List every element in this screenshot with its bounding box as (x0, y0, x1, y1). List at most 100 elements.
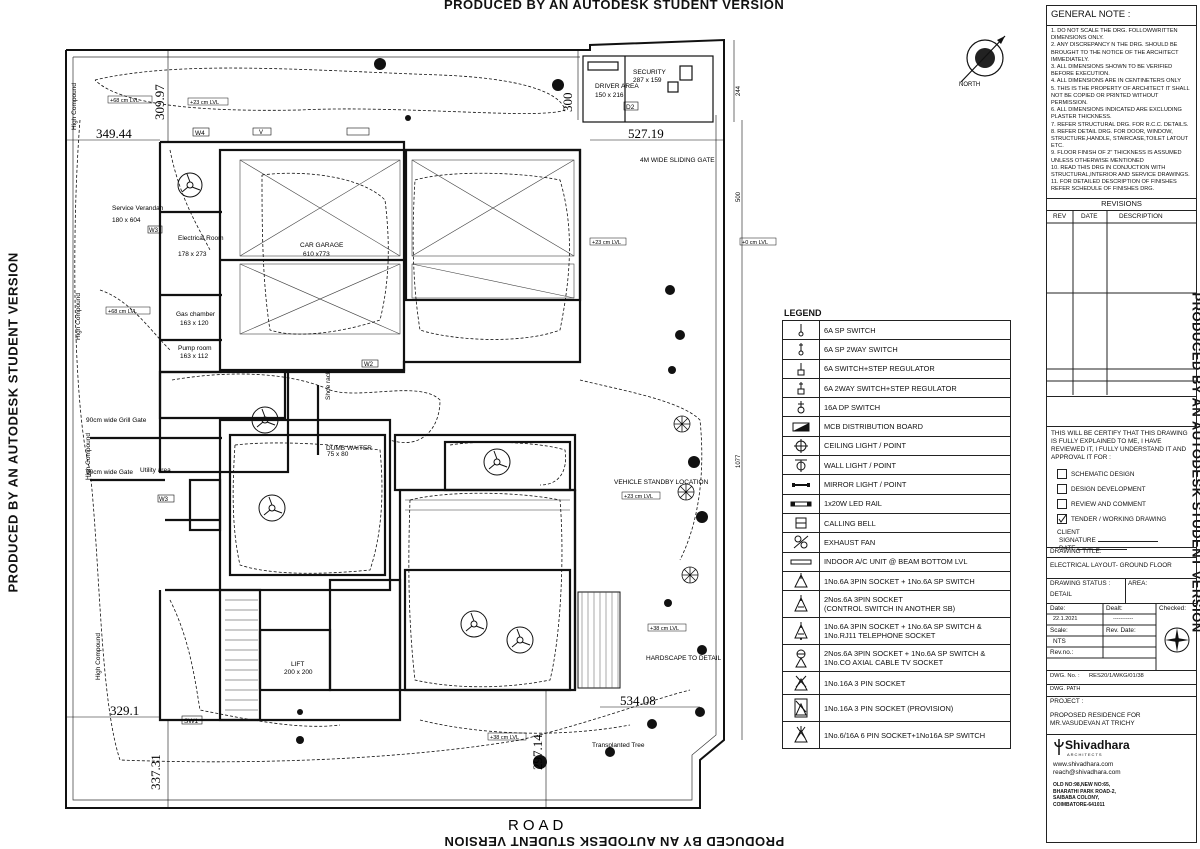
checked-label: Checked: (1159, 605, 1186, 612)
legend-row: MCB DISTRIBUTION BOARD (783, 417, 1011, 436)
note: 6. ALL DIMENSIONS INDICATED ARE EXCLUDIN… (1051, 107, 1192, 121)
scale-value: NTS (1053, 638, 1066, 645)
approval-checks: SCHEMATIC DESIGN DESIGN DEVELOPMENT REVI… (1047, 465, 1196, 529)
opening-tags (148, 102, 638, 724)
tag-sw1: SW1 (184, 718, 198, 725)
legend-row: INDOOR A/C UNIT @ BEAM BOTTOM LVL (783, 552, 1011, 571)
legend-title: LEGEND (782, 307, 1011, 320)
shoe-rack-label: Shoe rack (325, 370, 332, 400)
checkbox[interactable] (1057, 484, 1067, 494)
legend-row: 6A SP 2WAY SWITCH (783, 340, 1011, 359)
2way-switch-icon (794, 342, 808, 356)
legend-row: 1x20W LED RAIL (783, 494, 1011, 513)
road-label: ROAD (508, 817, 567, 834)
north-arrow-icon: NORTH (959, 36, 1005, 88)
level-5: +68 cm LVL (108, 309, 137, 315)
title-block: GENERAL NOTE : 1. DO NOT SCALE THE DRG. … (1046, 5, 1197, 843)
car-garage-size: 610 x773 (303, 251, 330, 258)
project-line1: PROPOSED RESIDENCE FOR (1050, 712, 1141, 719)
general-note-title: GENERAL NOTE : (1047, 6, 1196, 26)
legend-row: EXHAUST FAN (783, 533, 1011, 552)
note: 2. ANY DISCREPANCY N THE DRG. SHOULD BE … (1051, 42, 1192, 64)
legend-label: CALLING BELL (820, 513, 1011, 532)
tag-w3-lower: W3 (159, 497, 169, 503)
dim-329: 329.1 (110, 703, 139, 718)
legend-label: 6A 2WAY SWITCH+STEP REGULATOR (820, 378, 1011, 397)
tag-w4: W4 (195, 130, 205, 137)
firm-address: OLD NO:98,NEW NO:65, BHARATHI PARK ROAD-… (1053, 782, 1116, 808)
general-notes: GENERAL NOTE : 1. DO NOT SCALE THE DRG. … (1047, 6, 1196, 199)
legend-label-2: 1No.RJ11 TELEPHONE SOCKET (824, 631, 935, 640)
vehicle-standby-label: VEHICLE STANDBY LOCATION (614, 479, 709, 486)
date-value: 22.1.2021 (1053, 616, 1077, 622)
dim-527: 527.19 (628, 126, 664, 141)
legend-row: 6A SP SWITCH (783, 321, 1011, 340)
revisions-title: REVISIONS (1047, 198, 1196, 211)
level-7: +38 cm LVL (650, 626, 679, 632)
dwg-number: DWG. No. : RES20/1/WKG/01/38 (1047, 670, 1196, 685)
rev-date-label: Rev. Date: (1106, 627, 1136, 634)
ac-unit-icon (790, 558, 812, 566)
dp-switch-icon (794, 400, 808, 414)
legend-label: 16A DP SWITCH (820, 398, 1011, 417)
pump-room-size: 163 x 112 (180, 353, 208, 360)
dim-500: 500 (736, 191, 742, 202)
legend-row: 1No.6A 3PIN SOCKET + 1No.6A SP SWITCH &1… (783, 618, 1011, 645)
legend-row: 1No.16A 3 PIN SOCKET (783, 672, 1011, 695)
high-compound-3: High Compound (85, 433, 92, 480)
mcb-board-icon (792, 422, 810, 432)
checkbox[interactable] (1057, 469, 1067, 479)
dim-534: 534.08 (620, 693, 656, 708)
dim-244: 244 (736, 85, 742, 96)
legend-label: 1No.16A 3 PIN SOCKET (820, 672, 1011, 695)
pump-room-label: Pump room (178, 345, 212, 352)
checkbox[interactable] (1057, 499, 1067, 509)
legend-row: 6A 2WAY SWITCH+STEP REGULATOR (783, 378, 1011, 397)
drawing-info-grid: Date: Dealt: Checked: 22.1.2021 --------… (1047, 603, 1196, 671)
legend-label-2: (CONTROL SWITCH IN ANOTHER SB) (824, 604, 955, 613)
gas-chamber-size: 163 x 120 (180, 320, 209, 327)
firm-website[interactable]: www.shivadhara.com (1053, 761, 1113, 768)
dwg-path-label: DWG. PATH (1050, 686, 1080, 692)
legend-label: 2Nos.6A 3PIN SOCKET + 1No.6A SP SWITCH & (824, 649, 985, 658)
drawing-status-value: DETAIL (1050, 591, 1072, 598)
description-col: DESCRIPTION (1119, 213, 1163, 220)
ceiling-light-icon (793, 438, 809, 454)
certification: THIS WILL BE CERTIFY THAT THIS DRAWING I… (1047, 426, 1196, 548)
legend-label: 6A SP 2WAY SWITCH (820, 340, 1011, 359)
legend-label: CEILING LIGHT / POINT (820, 436, 1011, 455)
area-label: AREA: (1128, 580, 1147, 587)
check-icon (1058, 515, 1066, 523)
check-tender[interactable]: TENDER / WORKING DRAWING (1057, 512, 1186, 527)
note: 1. DO NOT SCALE THE DRG. FOLLOWWRITTEN D… (1051, 28, 1192, 42)
legend-row: CALLING BELL (783, 513, 1011, 532)
drawing-title-label: DRAWING TITLE: (1047, 546, 1196, 558)
legend-label: 2Nos.6A 3PIN SOCKET (824, 595, 903, 604)
check-schematic[interactable]: SCHEMATIC DESIGN (1057, 467, 1186, 482)
legend-label: 1No.16A 3 PIN SOCKET (PROVISION) (820, 695, 1011, 722)
date-col: DATE (1081, 213, 1098, 220)
service-verandah-size: 180 x 604 (112, 217, 141, 224)
lift-label: LIFT (291, 661, 304, 668)
project-line2: MR.VASUDEVAN AT TRICHY (1050, 720, 1135, 727)
dwg-no-label: DWG. No. : (1050, 673, 1080, 679)
legend-row: CEILING LIGHT / POINT (783, 436, 1011, 455)
notes-list: 1. DO NOT SCALE THE DRG. FOLLOWWRITTEN D… (1047, 26, 1196, 196)
telephone-socket-icon (793, 622, 809, 640)
tag-d2: D2 (626, 104, 635, 111)
dealt-label: Dealt: (1106, 605, 1123, 612)
legend-row: 1No.6/16A 6 PIN SOCKET+1No16A SP SWITCH (783, 722, 1011, 749)
checkbox-checked[interactable] (1057, 514, 1067, 524)
firm-email[interactable]: reach@shivadhara.com (1053, 769, 1121, 776)
check-design-development[interactable]: DESIGN DEVELOPMENT (1057, 482, 1186, 497)
check-review-comment[interactable]: REVIEW AND COMMENT (1057, 497, 1186, 512)
legend-label: 6A SWITCH+STEP REGULATOR (820, 359, 1011, 378)
legend-row: 6A SWITCH+STEP REGULATOR (783, 359, 1011, 378)
wicket-gate-2-label: 90cm wide Gate (86, 469, 133, 476)
security-label: SECURITY (633, 69, 667, 76)
note: 11. FOR DETAILED DESCRIPTION OF FINISHES… (1051, 179, 1192, 193)
service-verandah-label: Service Verandah (112, 205, 164, 212)
double-socket-icon (793, 595, 809, 613)
electrical-room-size: 178 x 273 (178, 251, 207, 258)
dim-297: 297.14 (530, 734, 545, 770)
